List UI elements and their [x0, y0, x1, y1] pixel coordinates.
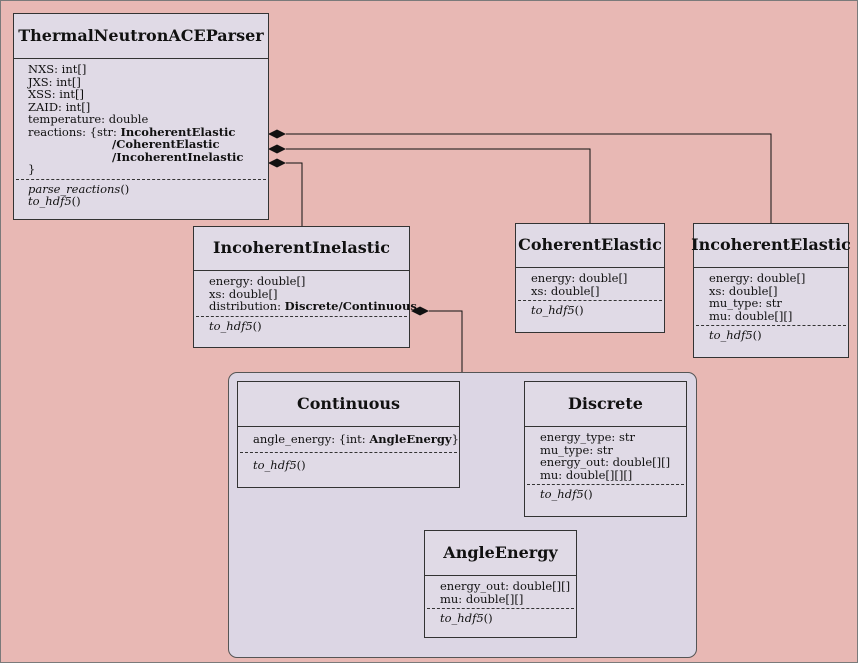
attribute-xs: xs: double[] [709, 283, 778, 298]
attribute-list: NXS: int[] JXS: int[] XSS: int[] ZAID: i… [14, 59, 268, 176]
attribute-energy: energy: double[] [709, 271, 806, 285]
attribute-angle-energy: angle_energy: {int: AngleEnergy} [253, 432, 459, 446]
separator [696, 325, 846, 326]
attribute-jxs: JXS: int[] [28, 74, 81, 89]
operation-to-hdf5: to_hdf5() [531, 303, 584, 317]
attribute-mu-type: mu_type: str [709, 296, 782, 310]
attribute-energy-out: energy_out: double[][] [540, 455, 671, 469]
operation-list: to_hdf5() [238, 456, 459, 472]
attribute-mu: mu: double[][][] [540, 467, 633, 482]
separator [16, 178, 266, 180]
attribute-reactions-close: } [28, 162, 36, 176]
attribute-mu: mu: double[][] [709, 308, 793, 323]
link-parser-incoherent-elastic [286, 133, 772, 223]
operation-list: to_hdf5() [194, 318, 409, 333]
attribute-list: energy_out: double[][] mu: double[][] [425, 576, 576, 605]
class-name: Discrete [525, 382, 686, 427]
attribute-xs: xs: double[] [531, 283, 600, 298]
attribute-energy: energy: double[] [209, 274, 306, 288]
attribute-list: angle_energy: {int: AngleEnergy} [238, 427, 459, 446]
diamond-inelastic-distribution [411, 306, 429, 316]
operation-list: to_hdf5() [425, 612, 576, 625]
attribute-mu-type: mu_type: str [540, 442, 613, 457]
class-name: Continuous [238, 382, 459, 427]
attribute-energy-out: energy_out: double[][] [440, 579, 571, 593]
class-incoherent-inelastic: IncoherentInelastic energy: double[] xs:… [193, 226, 417, 348]
separator [518, 300, 662, 301]
attribute-xss: XSS: int[] [28, 87, 84, 101]
class-angle-energy: AngleEnergy energy_out: double[][] mu: d… [424, 530, 577, 638]
attribute-list: energy_type: str mu_type: str energy_out… [525, 427, 686, 481]
link-parser-incoherent-inelastic [286, 162, 303, 226]
separator [427, 608, 574, 609]
attribute-zaid: ZAID: int[] [28, 99, 91, 114]
class-continuous: Continuous angle_energy: {int: AngleEner… [237, 381, 460, 488]
reaction-incoherent-elastic: IncoherentElastic [120, 124, 236, 139]
attribute-reactions: reactions: {str: IncoherentElastic [28, 124, 268, 139]
reactions-prefix: reactions: {str: [28, 124, 121, 139]
class-name: AngleEnergy [425, 531, 576, 576]
reaction-coherent-elastic: /CoherentElastic [112, 137, 220, 151]
class-name: CoherentElastic [516, 224, 664, 268]
operation-parse-reactions: parse_reactions() [28, 181, 130, 196]
operation-list: to_hdf5() [525, 488, 686, 501]
diamond-parser-incoherent-elastic [268, 129, 286, 139]
class-thermal-neutron-ace-parser: ThermalNeutronACEParser NXS: int[] JXS: … [13, 13, 269, 220]
class-discrete: Discrete energy_type: str mu_type: str e… [524, 381, 687, 517]
operation-to-hdf5: to_hdf5() [540, 487, 593, 501]
class-incoherent-elastic: IncoherentElastic energy: double[] xs: d… [691, 223, 851, 358]
separator [527, 484, 684, 485]
attribute-energy: energy: double[] [531, 271, 628, 285]
attribute-list: energy: double[] xs: double[] mu_type: s… [694, 268, 848, 322]
reaction-incoherent-inelastic: /IncoherentInelastic [112, 149, 244, 164]
attribute-temperature: temperature: double [28, 112, 149, 126]
operation-to-hdf5: to_hdf5() [253, 457, 306, 472]
attribute-nxs: NXS: int[] [28, 62, 87, 76]
attribute-energy-type: energy_type: str [540, 430, 635, 444]
attribute-mu: mu: double[][] [440, 591, 524, 606]
attribute-distribution: distribution: Discrete/Continuous [209, 299, 417, 313]
class-name: IncoherentInelastic [194, 227, 409, 271]
diamond-parser-incoherent-inelastic [268, 158, 286, 168]
separator [196, 315, 407, 317]
operation-list: parse_reactions() to_hdf5() [14, 181, 268, 208]
attribute-list: energy: double[] xs: double[] distributi… [194, 271, 417, 313]
link-parser-coherent-elastic [286, 148, 591, 223]
operation-list: to_hdf5() [694, 329, 848, 342]
operation-to-hdf5: to_hdf5() [209, 318, 262, 333]
separator [240, 451, 457, 453]
attribute-list: energy: double[] xs: double[] [516, 268, 664, 297]
operation-to-hdf5: to_hdf5() [28, 194, 81, 208]
attribute-xs: xs: double[] [209, 286, 278, 301]
class-coherent-elastic: CoherentElastic energy: double[] xs: dou… [515, 223, 665, 333]
diamond-parser-coherent-elastic [268, 144, 286, 154]
operation-to-hdf5: to_hdf5() [709, 328, 762, 342]
class-name: IncoherentElastic [691, 224, 851, 268]
operation-list: to_hdf5() [516, 304, 664, 317]
operation-to-hdf5: to_hdf5() [440, 611, 493, 625]
link-inelastic-distribution [429, 310, 463, 373]
class-name: ThermalNeutronACEParser [14, 14, 268, 59]
